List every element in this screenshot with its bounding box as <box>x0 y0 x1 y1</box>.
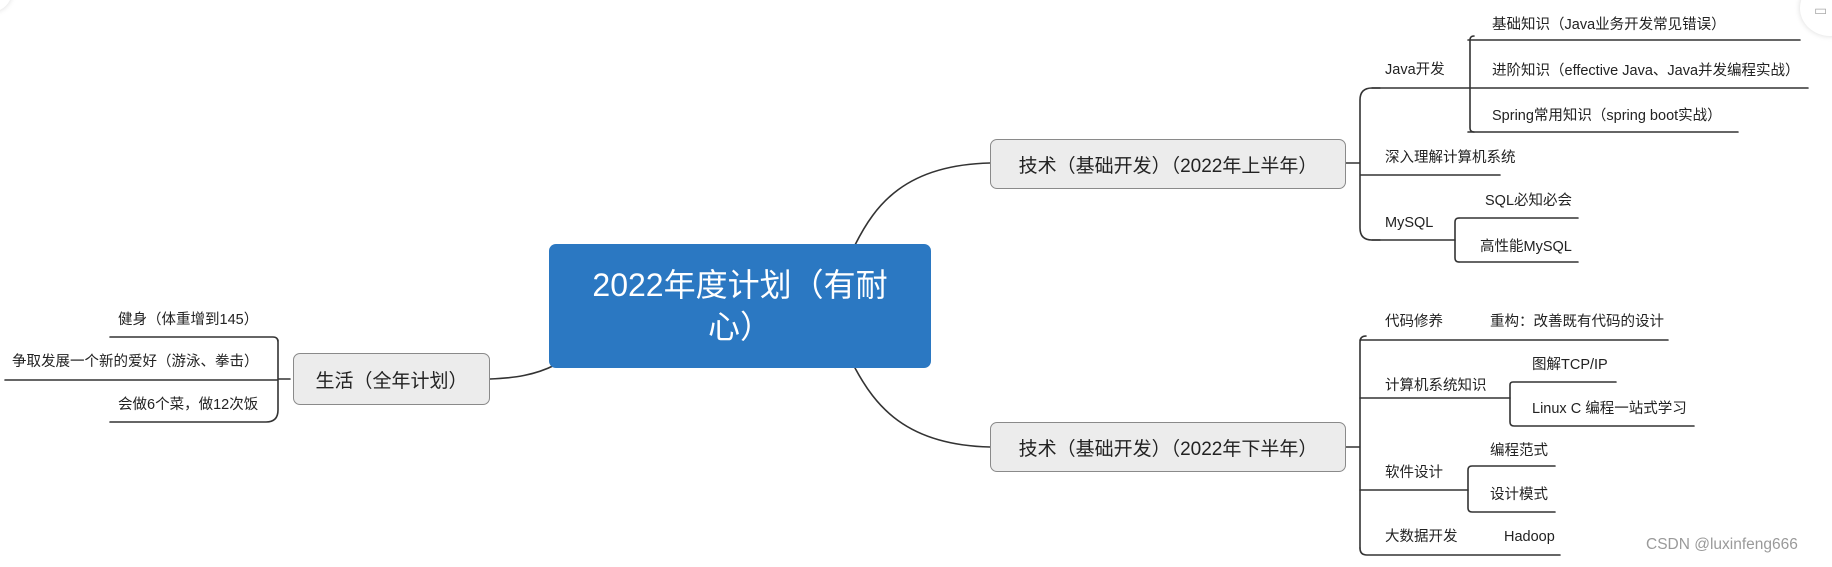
topic-code[interactable]: 代码修养 <box>1385 314 1443 330</box>
branch-tech-h1-label: 技术（基础开发）（2022年上半年） <box>1018 155 1318 177</box>
connector-root-life <box>489 364 556 380</box>
topic-mysql-perf[interactable]: 高性能MySQL <box>1480 239 1572 255</box>
topic-life-hobby[interactable]: 争取发展一个新的爱好（游泳、拳击） <box>12 354 259 370</box>
topic-java-advanced[interactable]: 进阶知识（effective Java、Java并发编程实战） <box>1492 63 1800 79</box>
topic-life-cooking[interactable]: 会做6个菜，做12次饭 <box>118 397 259 413</box>
topic-java[interactable]: Java开发 <box>1385 62 1445 78</box>
connector-root-tech-h2 <box>854 367 991 448</box>
topic-java-spring[interactable]: Spring常用知识（spring boot实战） <box>1492 108 1722 124</box>
topic-life-fitness[interactable]: 健身（体重增到145） <box>118 312 259 328</box>
topic-cs-linuxc[interactable]: Linux C 编程一站式学习 <box>1532 401 1687 417</box>
topic-design-patterns[interactable]: 设计模式 <box>1490 487 1548 503</box>
topic-cs-tcpip[interactable]: 图解TCP/IP <box>1532 357 1608 373</box>
branch-tech-h2-label: 技术（基础开发）（2022年下半年） <box>1018 438 1318 460</box>
root-node[interactable]: 2022年度计划（有耐心） <box>549 244 931 368</box>
branch-life-label: 生活（全年计划） <box>315 370 468 392</box>
topic-java-basic[interactable]: 基础知识（Java业务开发常见错误） <box>1492 17 1726 33</box>
connector-tech-h1-bracket <box>1345 87 1501 241</box>
topic-bigdata-hadoop[interactable]: Hadoop <box>1504 529 1555 545</box>
branch-life[interactable]: 生活（全年计划） <box>293 353 490 405</box>
topic-design-paradigm[interactable]: 编程范式 <box>1490 443 1548 459</box>
topic-code-refactor[interactable]: 重构：改善既有代码的设计 <box>1490 314 1664 330</box>
topic-csapp[interactable]: 深入理解计算机系统 <box>1385 150 1516 166</box>
connector-root-tech-h1 <box>854 162 991 246</box>
topic-cs[interactable]: 计算机系统知识 <box>1385 378 1487 394</box>
topic-design[interactable]: 软件设计 <box>1385 465 1443 481</box>
comment-icon: ▭ <box>1814 2 1828 18</box>
watermark: CSDN @luxinfeng666 <box>1646 536 1798 553</box>
topic-mysql[interactable]: MySQL <box>1385 215 1434 231</box>
topic-bigdata[interactable]: 大数据开发 <box>1385 529 1458 545</box>
topic-mysql-must[interactable]: SQL必知必会 <box>1485 193 1573 209</box>
branch-tech-h2[interactable]: 技术（基础开发）（2022年下半年） <box>990 422 1346 472</box>
root-title: 2022年度计划（有耐心） <box>592 267 888 345</box>
branch-tech-h1[interactable]: 技术（基础开发）（2022年上半年） <box>990 139 1346 189</box>
